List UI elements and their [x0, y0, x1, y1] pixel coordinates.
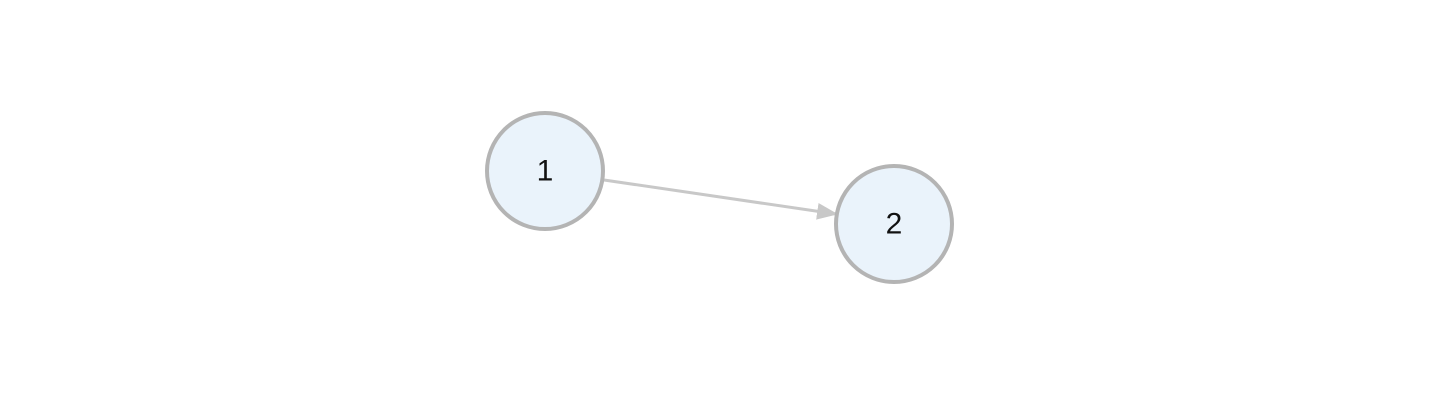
graph-node-1[interactable]: 1 [485, 111, 605, 231]
edge-1-to-2 [603, 178, 839, 220]
node-1-circle[interactable] [485, 111, 605, 231]
graph-node-2[interactable]: 2 [834, 164, 954, 284]
node-2-circle[interactable] [834, 164, 954, 284]
